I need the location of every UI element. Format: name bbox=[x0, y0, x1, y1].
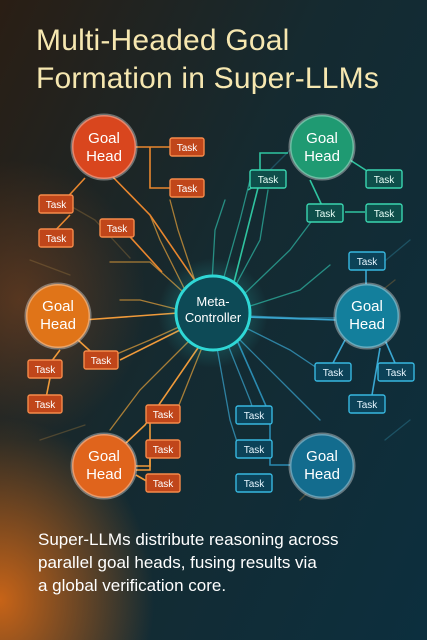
goal-head-label-line-2: Head bbox=[40, 316, 76, 333]
goal-head-label-line-2: Head bbox=[86, 148, 122, 165]
goal-head-top-right[interactable]: Goal Head bbox=[288, 113, 356, 181]
task-box[interactable]: Task bbox=[145, 439, 181, 459]
task-box[interactable]: Task bbox=[348, 394, 386, 414]
goal-head-circle bbox=[70, 113, 138, 181]
task-boxes: Task Task Task Task Task Task Task Task … bbox=[27, 137, 415, 493]
task-box[interactable]: Task bbox=[83, 350, 119, 370]
task-label: Task bbox=[386, 368, 408, 379]
task-box[interactable]: Task bbox=[348, 251, 386, 271]
task-label: Task bbox=[107, 224, 129, 235]
task-box[interactable]: Task bbox=[145, 404, 181, 424]
diagram-caption: Super-LLMs distribute reasoning across p… bbox=[38, 528, 398, 597]
goal-head-label-line-2: Head bbox=[304, 466, 340, 483]
task-box[interactable]: Task bbox=[235, 439, 273, 459]
meta-controller-node[interactable]: Meta- Controller bbox=[174, 274, 252, 352]
task-box[interactable]: Task bbox=[169, 137, 205, 157]
task-label: Task bbox=[46, 234, 68, 245]
caption-line-2: parallel goal heads, fusing results via bbox=[38, 553, 317, 572]
goal-head-middle-right[interactable]: Goal Head bbox=[333, 282, 401, 350]
task-label: Task bbox=[244, 479, 266, 490]
task-label: Task bbox=[374, 209, 396, 220]
diagram-title: Multi-Headed Goal Formation in Super-LLM… bbox=[36, 22, 416, 98]
goal-head-label-line-1: Goal bbox=[306, 130, 338, 147]
task-label: Task bbox=[35, 400, 57, 411]
goal-head-circle bbox=[288, 113, 356, 181]
task-label: Task bbox=[91, 356, 113, 367]
task-label: Task bbox=[153, 410, 175, 421]
meta-controller-label-line-1: Meta- bbox=[196, 294, 229, 309]
task-label: Task bbox=[46, 200, 68, 211]
caption-line-1: Super-LLMs distribute reasoning across bbox=[38, 530, 339, 549]
caption-line-3: a global verification core. bbox=[38, 576, 227, 595]
task-box[interactable]: Task bbox=[314, 362, 352, 382]
task-label: Task bbox=[244, 411, 266, 422]
task-box[interactable]: Task bbox=[306, 203, 344, 223]
task-label: Task bbox=[177, 143, 199, 154]
task-box[interactable]: Task bbox=[38, 194, 74, 214]
title-line-1: Multi-Headed Goal bbox=[36, 24, 290, 57]
task-box[interactable]: Task bbox=[145, 473, 181, 493]
task-box[interactable]: Task bbox=[365, 203, 403, 223]
goal-head-top-left[interactable]: Goal Head bbox=[70, 113, 138, 181]
goal-head-circle bbox=[24, 282, 92, 350]
goal-head-circle bbox=[70, 432, 138, 500]
task-label: Task bbox=[357, 257, 379, 268]
goal-head-bottom-left[interactable]: Goal Head bbox=[70, 432, 138, 500]
task-label: Task bbox=[374, 175, 396, 186]
task-box[interactable]: Task bbox=[249, 169, 287, 189]
task-box[interactable]: Task bbox=[235, 405, 273, 425]
title-line-2: Formation in Super-LLMs bbox=[36, 62, 380, 95]
task-box[interactable]: Task bbox=[27, 359, 63, 379]
goal-head-circle bbox=[288, 432, 356, 500]
task-label: Task bbox=[153, 445, 175, 456]
task-box[interactable]: Task bbox=[365, 169, 403, 189]
task-box[interactable]: Task bbox=[235, 473, 273, 493]
task-label: Task bbox=[323, 368, 345, 379]
task-label: Task bbox=[357, 400, 379, 411]
goal-head-label-line-1: Goal bbox=[351, 298, 383, 315]
goal-head-label-line-1: Goal bbox=[88, 130, 120, 147]
task-box[interactable]: Task bbox=[27, 394, 63, 414]
task-label: Task bbox=[35, 365, 57, 376]
goal-head-label-line-1: Goal bbox=[306, 448, 338, 465]
goal-head-circle bbox=[333, 282, 401, 350]
goal-head-middle-left[interactable]: Goal Head bbox=[24, 282, 92, 350]
goal-head-label-line-2: Head bbox=[349, 316, 385, 333]
task-label: Task bbox=[153, 479, 175, 490]
meta-controller-circle bbox=[174, 274, 252, 352]
meta-controller-label-line-2: Controller bbox=[185, 310, 242, 325]
task-label: Task bbox=[315, 209, 337, 220]
goal-head-label-line-2: Head bbox=[304, 148, 340, 165]
task-box[interactable]: Task bbox=[169, 178, 205, 198]
task-label: Task bbox=[177, 184, 199, 195]
goal-head-bottom-right[interactable]: Goal Head bbox=[288, 432, 356, 500]
goal-head-label-line-2: Head bbox=[86, 466, 122, 483]
task-label: Task bbox=[244, 445, 266, 456]
task-box[interactable]: Task bbox=[38, 228, 74, 248]
task-box[interactable]: Task bbox=[377, 362, 415, 382]
task-label: Task bbox=[258, 175, 280, 186]
task-box[interactable]: Task bbox=[99, 218, 135, 238]
goal-head-label-line-1: Goal bbox=[42, 298, 74, 315]
goal-head-label-line-1: Goal bbox=[88, 448, 120, 465]
